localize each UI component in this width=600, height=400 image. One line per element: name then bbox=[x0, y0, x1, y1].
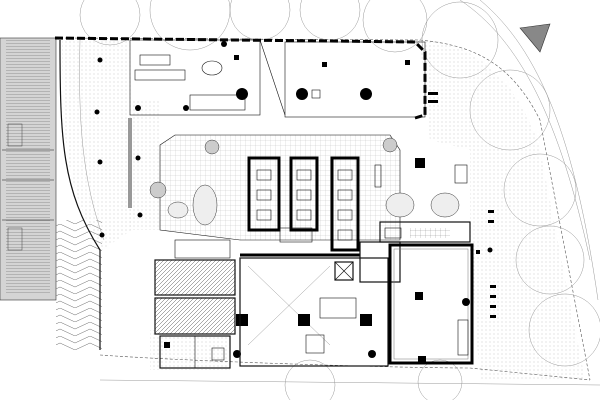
north-arrow-icon bbox=[519, 23, 551, 53]
lower-left-rooms bbox=[154, 259, 248, 369]
lower-right-room bbox=[388, 243, 474, 365]
service-core bbox=[334, 221, 471, 283]
site-boundary bbox=[54, 0, 600, 386]
lower-central-hall bbox=[239, 257, 389, 367]
adjacent-building bbox=[0, 37, 57, 301]
bench bbox=[128, 118, 132, 208]
upper-building bbox=[54, 36, 427, 120]
landscape-areas bbox=[62, 40, 585, 380]
bike-racks bbox=[428, 92, 496, 318]
lift-cores bbox=[240, 156, 360, 257]
lobby-paving bbox=[149, 134, 468, 259]
column-markers bbox=[94, 57, 143, 238]
